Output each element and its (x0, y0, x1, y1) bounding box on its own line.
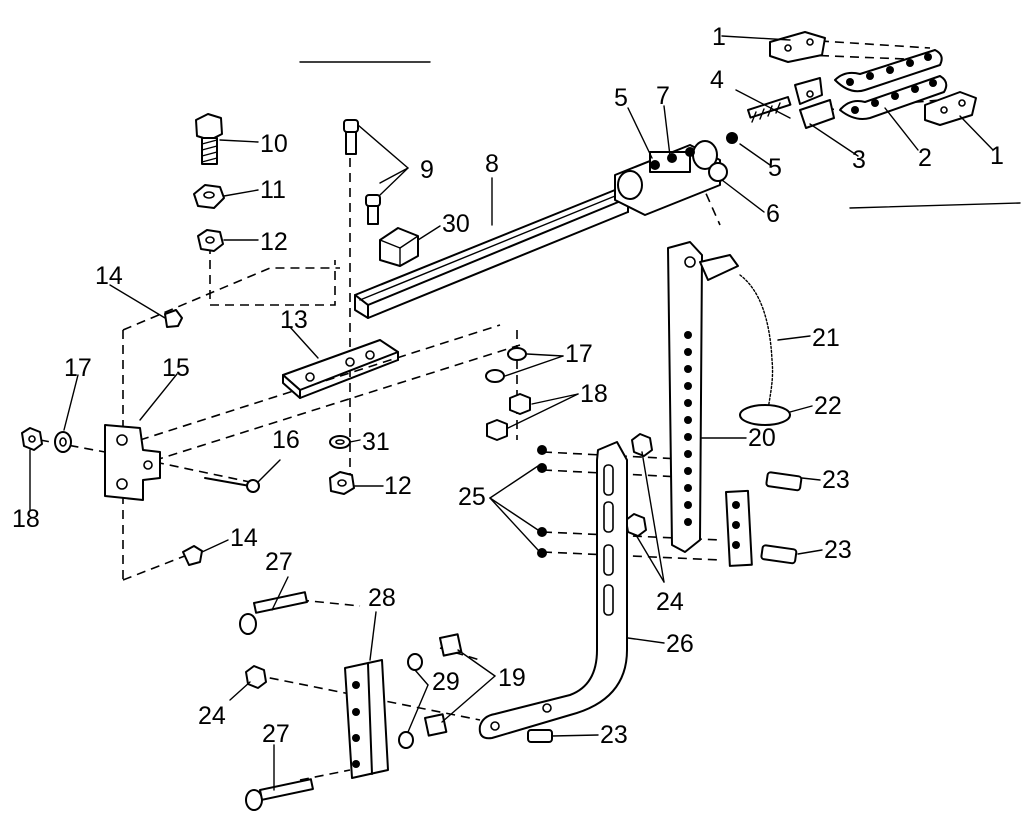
callout-2: 2 (918, 144, 932, 172)
master-link-part (794, 77, 835, 129)
small-nuts-part (537, 445, 547, 558)
door-bracket-lower-part (344, 659, 389, 779)
carriage-bolts-part (343, 119, 381, 225)
carriage-bolts-lower-part (239, 591, 314, 811)
trolley-part (614, 140, 728, 216)
callout-12-top: 12 (260, 228, 288, 256)
washer-center-part (329, 435, 351, 449)
callout-29: 29 (432, 668, 460, 696)
callout-24-right: 24 (656, 588, 684, 616)
clevis-pin-bottom-part (182, 545, 203, 566)
callout-6: 6 (766, 200, 780, 228)
callout-10: 10 (260, 130, 288, 158)
chain-bracket-top-part (769, 31, 826, 63)
callout-13: 13 (280, 306, 308, 334)
chain-bracket-right-part (924, 91, 977, 126)
callout-30: 30 (442, 210, 470, 238)
trolley-bolt-part (726, 96, 792, 144)
fastener-group-right (485, 347, 531, 441)
callout-16: 16 (272, 426, 300, 454)
callout-labels: 1 1 2 3 4 5 5 6 7 8 9 10 11 12 12 13 14 … (12, 23, 1004, 749)
lock-nuts-part (245, 433, 653, 689)
callout-8: 8 (485, 150, 499, 178)
rubber-block-part (379, 227, 419, 267)
callout-4: 4 (710, 66, 724, 94)
leader-lines (29, 35, 994, 791)
door-arm-part (667, 241, 739, 553)
callout-25: 25 (458, 483, 486, 511)
nut-left-part (21, 427, 43, 451)
callout-28: 28 (368, 584, 396, 612)
callout-31: 31 (362, 428, 390, 456)
callout-5-right: 5 (768, 154, 782, 182)
callout-26: 26 (666, 630, 694, 658)
spacer-plate-part (724, 489, 753, 567)
chain-part (834, 49, 948, 120)
right-rule (849, 202, 1021, 209)
callout-1-top: 1 (712, 23, 726, 51)
callout-3: 3 (852, 146, 866, 174)
release-cord-part (739, 274, 774, 411)
callout-14-top: 14 (95, 262, 123, 290)
lock-washer-part (193, 184, 225, 209)
callout-17-right: 17 (565, 340, 593, 368)
callout-14-bottom: 14 (230, 524, 258, 552)
callout-23-middle: 23 (824, 536, 852, 564)
callout-11: 11 (260, 176, 286, 204)
curved-arm-slots (490, 464, 614, 731)
callout-24-left: 24 (198, 702, 226, 730)
callout-23-bottom: 23 (600, 721, 628, 749)
callout-18-right: 18 (580, 380, 608, 408)
hex-bolt-part (195, 113, 223, 165)
callout-7: 7 (656, 82, 670, 110)
callout-27-upper: 27 (265, 548, 293, 576)
callout-19: 19 (498, 664, 526, 692)
release-handle-part (739, 404, 791, 426)
header-plate-part (104, 424, 161, 501)
callout-12-lower: 12 (384, 472, 412, 500)
clevis-pin-part (204, 477, 260, 493)
door-bracket-part (282, 339, 399, 399)
callout-9: 9 (420, 156, 434, 184)
callout-1-right: 1 (990, 142, 1004, 170)
callout-17-left: 17 (64, 354, 92, 382)
square-nuts-part (398, 633, 463, 749)
nut-center-part (329, 471, 355, 495)
callout-22: 22 (814, 392, 842, 420)
callout-23-upper: 23 (822, 466, 850, 494)
callout-15: 15 (162, 354, 190, 382)
washer-left-part (54, 431, 72, 453)
callout-21: 21 (812, 324, 840, 352)
callout-20: 20 (748, 424, 776, 452)
callout-27-lower: 27 (262, 720, 290, 748)
callout-5-left: 5 (614, 84, 628, 112)
hex-nut-part (197, 229, 224, 252)
clevis-pin-top-part (164, 309, 183, 328)
callout-18-left: 18 (12, 505, 40, 533)
